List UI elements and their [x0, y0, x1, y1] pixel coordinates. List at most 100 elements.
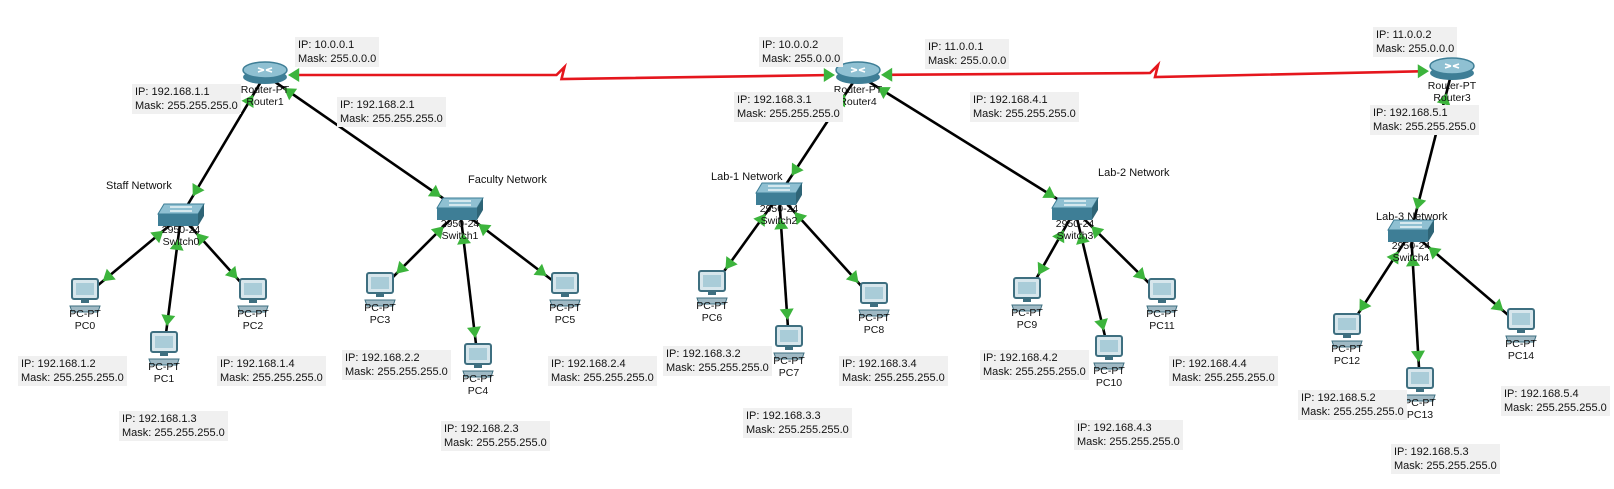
link-status-icon [774, 217, 789, 230]
subnet-mask: Mask: 255.255.255.0 [666, 362, 769, 374]
device-name: PC0 [74, 320, 96, 332]
pc-icon [696, 270, 728, 305]
subnet-mask: Mask: 255.255.255.0 [842, 372, 945, 384]
ip-address: IP: 192.168.3.1 [737, 94, 812, 106]
pc-pc14[interactable] [1504, 308, 1538, 349]
link-status-icon [396, 260, 410, 274]
pc-pc7[interactable] [772, 325, 806, 366]
device-name: Switch3 [1056, 230, 1094, 242]
link-status-icon [823, 68, 835, 82]
pc-pc3[interactable] [363, 272, 397, 313]
pc-pc9[interactable] [1010, 277, 1044, 318]
switch-s2[interactable] [754, 181, 804, 214]
device-name: PC9 [1016, 319, 1038, 331]
link-status-icon [794, 212, 808, 226]
pc-pc0[interactable] [68, 278, 102, 319]
router-r1[interactable] [242, 60, 288, 95]
ip-address: IP: 192.168.1.3 [122, 413, 197, 425]
switch-s0[interactable] [156, 202, 206, 235]
pc-pc6[interactable] [695, 270, 729, 311]
device-model: PC-PT [364, 302, 396, 314]
pc-pc5[interactable] [548, 272, 582, 313]
device-model: Router-PT [833, 84, 883, 96]
device-model: PC-PT [237, 308, 269, 320]
router-r3[interactable] [1429, 56, 1475, 91]
link-status-icon [1076, 232, 1090, 245]
device-name: PC3 [369, 314, 391, 326]
device-model: PC-PT [1331, 343, 1363, 355]
pc-pc13[interactable] [1403, 367, 1437, 408]
ethernet-link-r1-s1[interactable] [264, 73, 461, 212]
ip-address: IP: 192.168.4.3 [1077, 422, 1152, 434]
ip-address: IP: 192.168.5.1 [1373, 107, 1448, 119]
pc-icon [148, 331, 180, 366]
device-model: PC-PT [1146, 308, 1178, 320]
switch-s3[interactable] [1050, 196, 1100, 229]
link-status-icon [192, 183, 205, 197]
pc-pc4[interactable] [461, 343, 495, 384]
ethernet-link-s0-pc0[interactable] [84, 215, 182, 297]
device-model: 2950-24 [161, 224, 201, 236]
pc-icon [1505, 308, 1537, 343]
ip-address: IP: 192.168.3.2 [666, 348, 741, 360]
switch-s1[interactable] [435, 196, 485, 229]
ethernet-link-s0-pc1[interactable] [162, 215, 183, 350]
link-status-icon [1052, 230, 1065, 244]
link-status-icon [288, 68, 300, 82]
link-status-icon [241, 94, 254, 108]
ip-address: IP: 10.0.0.2 [762, 39, 819, 51]
link-status-icon [430, 226, 444, 240]
link-status-icon [161, 314, 176, 327]
ethernet-link-r4-s3[interactable] [857, 73, 1076, 212]
pc-pc11[interactable] [1145, 278, 1179, 319]
pc-pc8[interactable] [857, 282, 891, 323]
ip-address: IP: 192.168.2.1 [340, 99, 415, 111]
pc-pc10[interactable] [1092, 335, 1126, 376]
pc-pc12[interactable] [1330, 313, 1364, 354]
subnet-mask: Mask: 255.0.0.0 [1376, 43, 1455, 55]
link-status-icon [169, 238, 184, 251]
serial-link-r1-r4[interactable] [291, 62, 833, 81]
link-status-icon [1037, 261, 1050, 275]
serial-link-r4-r3[interactable] [883, 60, 1427, 79]
subnet-mask: Mask: 255.0.0.0 [298, 53, 377, 65]
device-model: PC-PT [1404, 397, 1436, 409]
switch-s4[interactable] [1386, 218, 1436, 251]
device-model: PC-PT [858, 312, 890, 324]
router-icon [1429, 57, 1475, 80]
device-model: Router-PT [240, 84, 290, 96]
network-label-s3: Lab-2 Network [1098, 167, 1170, 179]
subnet-mask: Mask: 255.255.255.0 [1077, 436, 1180, 448]
pc-pc1[interactable] [147, 331, 181, 372]
device-model: 2950-24 [759, 203, 799, 215]
pc-icon [237, 278, 269, 313]
ethernet-link-s1-pc5[interactable] [459, 208, 566, 292]
router-icon [835, 61, 881, 84]
ip-address: IP: 10.0.0.1 [298, 39, 355, 51]
link-status-icon [1412, 197, 1427, 210]
ethernet-link-s3-pc11[interactable] [1074, 209, 1163, 297]
router-r4[interactable] [835, 60, 881, 95]
link-status-icon [457, 232, 471, 245]
subnet-mask: Mask: 255.255.255.0 [551, 372, 654, 384]
pc-pc2[interactable] [236, 278, 270, 319]
device-name: Router4 [839, 96, 877, 108]
